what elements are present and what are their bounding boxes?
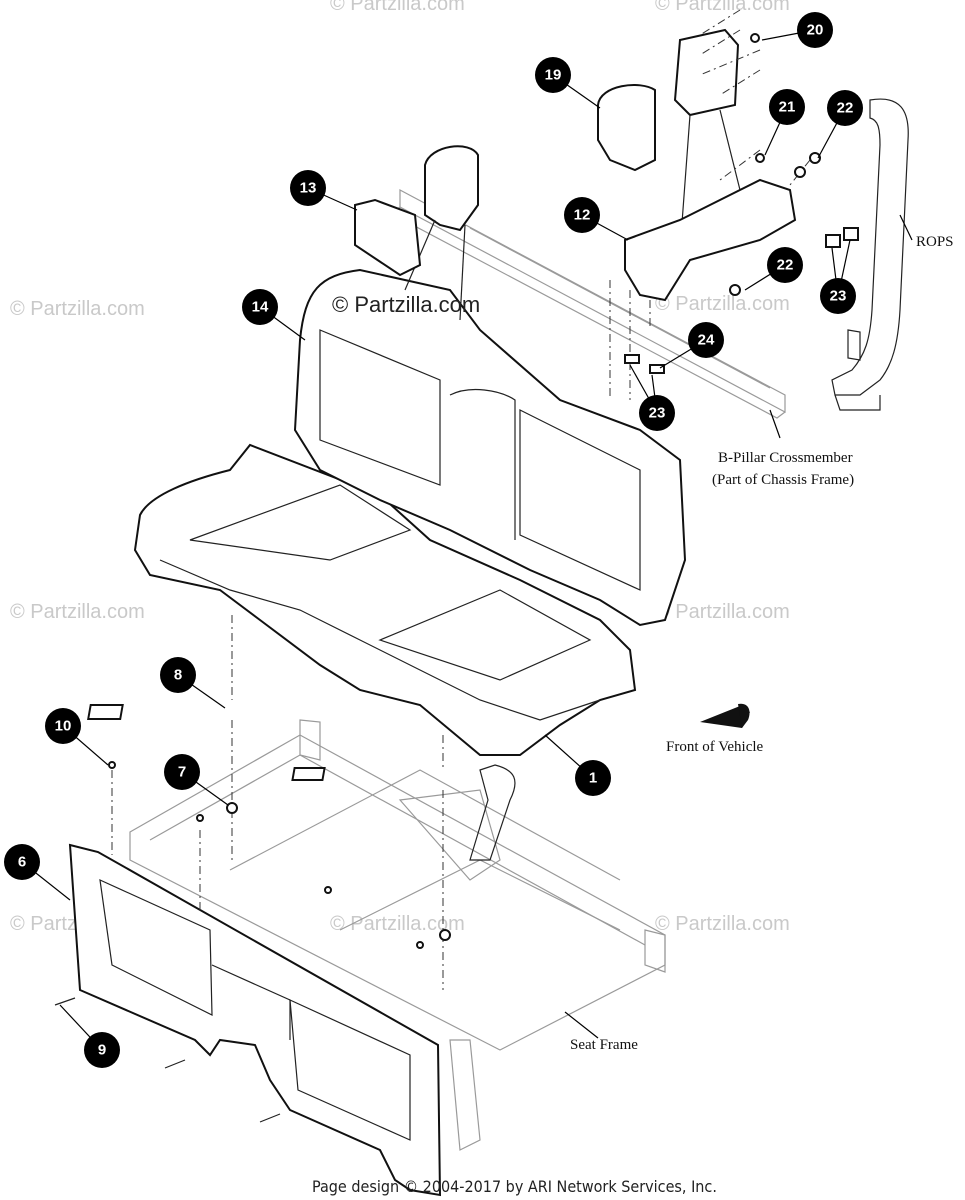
callout-20-label: 20 — [807, 22, 824, 39]
callout-23-lower: 23 — [639, 395, 675, 431]
seat-bottom — [133, 443, 637, 756]
watermark-text: © Partzilla.com — [330, 0, 465, 15]
callout-6-label: 6 — [18, 854, 26, 871]
footer-copyright: Page design © 2004-2017 by ARI Network S… — [312, 1177, 717, 1196]
front-of-vehicle-label: Front of Vehicle — [666, 739, 764, 755]
callout-13: 13 — [290, 170, 326, 206]
rops-tube — [831, 98, 909, 411]
watermark-text: © Partzilla.com — [10, 601, 145, 623]
center-watermark: © Partzilla.com — [332, 292, 480, 317]
seat-back — [293, 268, 687, 627]
callout-21-label: 21 — [779, 99, 796, 116]
headrest-right — [597, 84, 656, 172]
callout-14-label: 14 — [252, 299, 269, 316]
watermark-text: © Partzilla.com — [655, 601, 790, 623]
assembly-lines — [111, 9, 811, 990]
callout-9-label: 9 — [98, 1042, 106, 1059]
callout-8-label: 8 — [174, 667, 182, 684]
seat-frame-label: Seat Frame — [570, 1037, 638, 1053]
callout-7-label: 7 — [178, 764, 186, 781]
watermark-text: © Partzilla.com — [655, 293, 790, 315]
seat-frame — [129, 719, 666, 1151]
callout-24-label: 24 — [698, 332, 715, 349]
callout-19-label: 19 — [545, 67, 562, 84]
callout-1-label: 1 — [589, 770, 597, 787]
b-pillar-label-line1: B-Pillar Crossmember — [718, 450, 853, 466]
front-arrow-icon — [700, 703, 750, 728]
callout-24: 24 — [688, 322, 724, 358]
callout-22-upper: 22 — [827, 90, 863, 126]
watermark-text: © Partzilla.com — [10, 298, 145, 320]
b-pillar-label-line2: (Part of Chassis Frame) — [712, 472, 854, 488]
headrest-left — [404, 145, 479, 321]
callout-19: 19 — [535, 57, 571, 93]
callout-8: 8 — [160, 657, 196, 693]
watermark-text: © Partzilla.com — [655, 913, 790, 935]
hardware — [54, 33, 859, 1123]
callout-10-label: 10 — [55, 718, 72, 735]
rops-label: ROPS — [916, 234, 954, 250]
callout-13-label: 13 — [300, 180, 317, 197]
callout-20: 20 — [797, 12, 833, 48]
callout-12-label: 12 — [574, 207, 591, 224]
callout-9: 9 — [84, 1032, 120, 1068]
callout-23-right-label: 23 — [830, 288, 847, 305]
bracket-left — [354, 198, 422, 277]
callout-23-right: 23 — [820, 278, 856, 314]
callout-6: 6 — [4, 844, 40, 880]
callout-7: 7 — [164, 754, 200, 790]
callout-23-lower-label: 23 — [649, 405, 666, 422]
seat-back-bracket — [624, 178, 797, 302]
callout-22-lower-label: 22 — [777, 257, 794, 274]
callout-22-lower: 22 — [767, 247, 803, 283]
rear-panel — [68, 843, 442, 1197]
callout-12: 12 — [564, 197, 600, 233]
callout-22-upper-label: 22 — [837, 100, 854, 117]
callout-14: 14 — [242, 289, 278, 325]
callout-10: 10 — [45, 708, 81, 744]
watermark-text: © Partzilla.com — [655, 0, 790, 15]
callout-1: 1 — [575, 760, 611, 796]
callout-21: 21 — [769, 89, 805, 125]
